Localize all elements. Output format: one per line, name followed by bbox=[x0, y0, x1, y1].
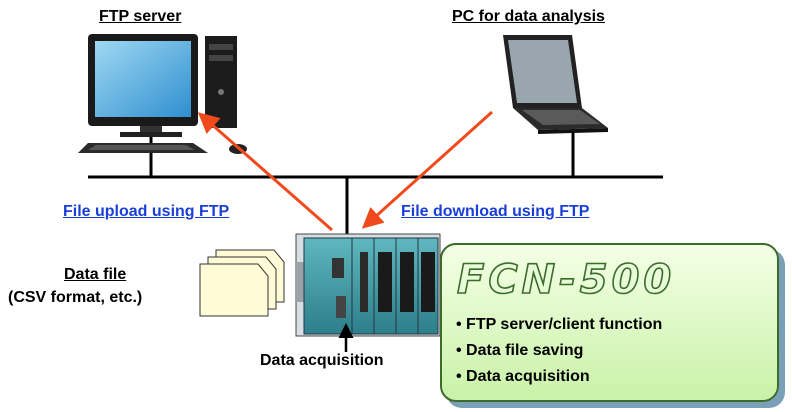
network-lines bbox=[88, 128, 663, 240]
pc-laptop-icon bbox=[503, 35, 608, 134]
data-file-subtitle: (CSV format, etc.) bbox=[8, 289, 143, 306]
data-file-title: Data file bbox=[64, 266, 127, 283]
feature-item: • FTP server/client function bbox=[456, 316, 663, 333]
data-file-stack-icon bbox=[199, 249, 285, 317]
product-feature-panel: FCN-500 • FTP server/client function • D… bbox=[440, 243, 779, 402]
feature-item: • Data acquisition bbox=[456, 368, 590, 385]
upload-label[interactable]: File upload using FTP bbox=[63, 203, 230, 220]
ftp-server-computer-icon bbox=[78, 34, 247, 154]
product-logo: FCN-500 bbox=[456, 256, 676, 304]
fcn-controller-icon bbox=[295, 233, 441, 337]
download-arrow bbox=[361, 110, 494, 229]
upload-arrow bbox=[197, 112, 333, 232]
ftp-server-label: FTP server bbox=[99, 8, 182, 25]
acquisition-label: Data acquisition bbox=[260, 352, 384, 369]
feature-item: • Data file saving bbox=[456, 342, 584, 359]
pc-label: PC for data analysis bbox=[452, 8, 605, 25]
download-label[interactable]: File download using FTP bbox=[401, 203, 590, 220]
